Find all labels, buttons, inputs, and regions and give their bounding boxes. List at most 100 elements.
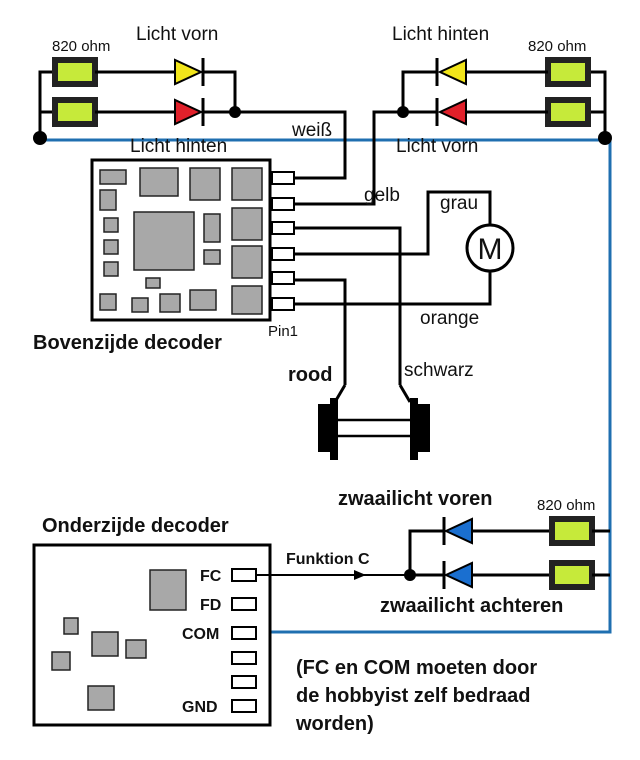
chip (99, 189, 117, 211)
front-led-top-return (203, 70, 237, 112)
motor: M (465, 223, 515, 273)
pin-pad (271, 197, 295, 211)
chip-main (133, 211, 195, 271)
pin-pad (231, 699, 257, 713)
pin-pad (231, 568, 257, 582)
rear-led-top-return (401, 70, 437, 112)
label-wire-white: weiß (291, 120, 332, 141)
label-pin1: Pin1 (268, 323, 298, 340)
motor-symbol: M (478, 233, 503, 266)
chip (131, 297, 149, 313)
chip (51, 651, 71, 671)
chip (87, 685, 115, 711)
rear-lights-group: 820 ohm Licht hinten Licht vorn (392, 24, 612, 157)
label-beacon-rear: zwaailicht achteren (380, 595, 563, 617)
chip (189, 289, 217, 311)
label-pin-fc: FC (200, 568, 222, 585)
resistor-rear-top (545, 57, 591, 87)
wire-function-c-arrow (354, 570, 366, 580)
chip (99, 169, 127, 185)
label-wire-red: rood (288, 364, 332, 386)
resistor-beacon-rear (549, 560, 595, 590)
axle (332, 418, 416, 438)
pin-pad (271, 297, 295, 311)
label-function-c: Funktion C (286, 551, 370, 568)
led-beacon-front (443, 517, 473, 545)
label-pin-com: COM (182, 626, 219, 643)
beacon-branch (408, 529, 444, 575)
chip (103, 217, 119, 233)
beacon-group: Funktion C 820 ohm zwaailicht voren zwaa… (256, 488, 610, 617)
chip (145, 277, 161, 289)
wire-black (294, 226, 402, 385)
decoder-top-wires: weiß gelb grau orange rood schwarz (235, 110, 492, 386)
wheel-right-flange (416, 404, 430, 452)
chip (231, 167, 263, 201)
label-front-led-bottom: Licht hinten (130, 136, 227, 157)
front-junction-left (33, 131, 47, 145)
label-decoder-top: Bovenzijde decoder (33, 332, 222, 354)
wheel-left-flange (318, 404, 332, 452)
chip (231, 285, 263, 315)
label-wire-grey: grau (440, 193, 478, 214)
chip (139, 167, 179, 197)
front-lights-group: 820 ohm Licht vorn Licht hinten (33, 24, 241, 157)
motor-circle (465, 223, 515, 273)
rear-junction-right (598, 131, 612, 145)
label-wire-yellow: gelb (364, 185, 400, 206)
pin-pad (231, 675, 257, 689)
pin-pad (231, 651, 257, 665)
led-rear-bottom (437, 98, 467, 126)
wire-yellow (294, 110, 403, 206)
wheelset (318, 384, 430, 460)
label-pin-fd: FD (200, 597, 221, 614)
pin-pad (231, 626, 257, 640)
label-wire-orange: orange (420, 308, 479, 329)
label-rear-led-top: Licht hinten (392, 24, 489, 45)
led-rear-top (437, 58, 467, 86)
wire-white (235, 110, 347, 180)
note-line-2: de hobbyist zelf bedraad (296, 685, 530, 707)
pickup-black (398, 384, 412, 403)
chip (63, 617, 79, 635)
rear-wire-right (588, 70, 607, 140)
beacon-junction (404, 569, 416, 581)
note: (FC en COM moeten door de hobbyist zelf … (295, 657, 537, 735)
chip (149, 569, 187, 611)
resistor-front-bottom (52, 97, 98, 127)
note-line-3: worden) (295, 713, 374, 735)
pin-pad (271, 271, 295, 285)
led-front-bottom (174, 98, 204, 126)
wire-orange (294, 268, 492, 306)
label-rear-resistor: 820 ohm (528, 38, 586, 55)
resistor-rear-bottom (545, 97, 591, 127)
label-front-resistor: 820 ohm (52, 38, 110, 55)
decoder-bottom-board (32, 543, 272, 727)
label-beacon-front: zwaailicht voren (338, 488, 493, 510)
chip (99, 293, 117, 311)
led-beacon-rear (443, 561, 473, 589)
chip (125, 639, 147, 659)
note-line-1: (FC en COM moeten door (296, 657, 537, 679)
front-wire-left (38, 70, 55, 140)
wire-red (294, 278, 347, 385)
chip (91, 631, 119, 657)
label-decoder-bottom: Onderzijde decoder (42, 515, 229, 537)
decoder-top: Bovenzijde decoder Pin1 (33, 158, 298, 354)
chip (203, 249, 221, 265)
decoder-bottom: Onderzijde decoder FC FD COM GND (32, 515, 272, 727)
chip (103, 261, 119, 277)
chip (103, 239, 119, 255)
chip (159, 293, 181, 313)
resistor-beacon-front (549, 516, 595, 546)
chip (189, 167, 221, 201)
label-pin-gnd: GND (182, 699, 218, 716)
chip (231, 245, 263, 279)
pin-pad (271, 171, 295, 185)
wire-grey (294, 190, 492, 256)
wheel-left (330, 398, 338, 460)
label-wire-black: schwarz (404, 360, 474, 381)
label-rear-led-bottom: Licht vorn (396, 136, 478, 157)
wheel-right (410, 398, 418, 460)
